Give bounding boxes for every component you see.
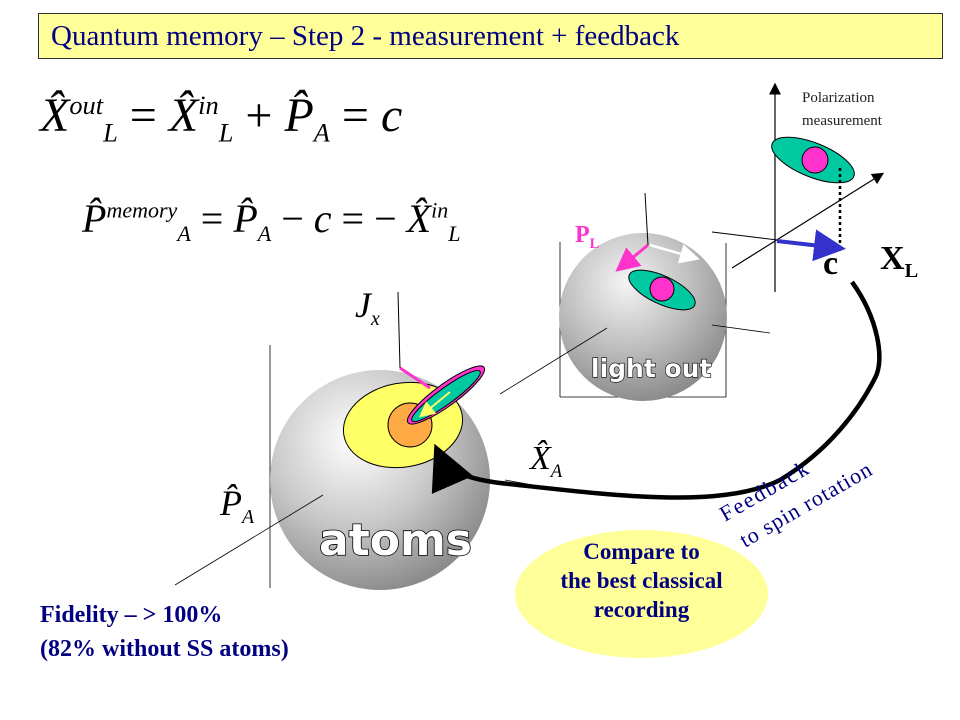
polarization-ellipse	[771, 136, 855, 184]
light-out-label: light out	[591, 354, 711, 383]
eq2-p-a: P̂A	[233, 196, 272, 246]
eq1-x-out: X̂outL	[40, 89, 118, 148]
xl-arrow	[776, 229, 846, 262]
xa-label: X̂A	[530, 440, 563, 482]
eq2-p-memory: P̂memoryA	[82, 196, 191, 246]
c-label: c	[823, 245, 839, 282]
eq1-c: c	[380, 89, 403, 142]
polarization-measurement-label: Polarization measurement	[802, 90, 882, 129]
eq1-p-a: P̂A	[284, 89, 330, 148]
xl-label: XL	[880, 240, 919, 282]
compare-text: Compare to the best classical recording	[560, 539, 723, 622]
atoms-label: atoms	[319, 515, 472, 566]
title-box: Quantum memory – Step 2 - measurement + …	[38, 13, 943, 59]
light-out-sphere	[559, 192, 771, 401]
slide-title: Quantum memory – Step 2 - measurement + …	[51, 20, 680, 52]
pa-label: P̂A	[220, 483, 255, 529]
equation-2: P̂memoryA = P̂A − c = − X̂inL	[82, 196, 461, 246]
fidelity-text: Fidelity – > 100% (82% without SS atoms)	[40, 602, 289, 662]
eq1-x-in: X̂inL	[168, 89, 234, 148]
compare-ellipse	[515, 530, 768, 658]
eq2-x-in: X̂inL	[406, 196, 461, 246]
pl-label: PL	[575, 222, 600, 252]
eq2-c: c	[313, 196, 332, 241]
equation-1: X̂outL = X̂inL + P̂A = c	[40, 89, 403, 148]
feedback-curve	[431, 280, 882, 500]
jx-label: Jx	[355, 285, 380, 331]
